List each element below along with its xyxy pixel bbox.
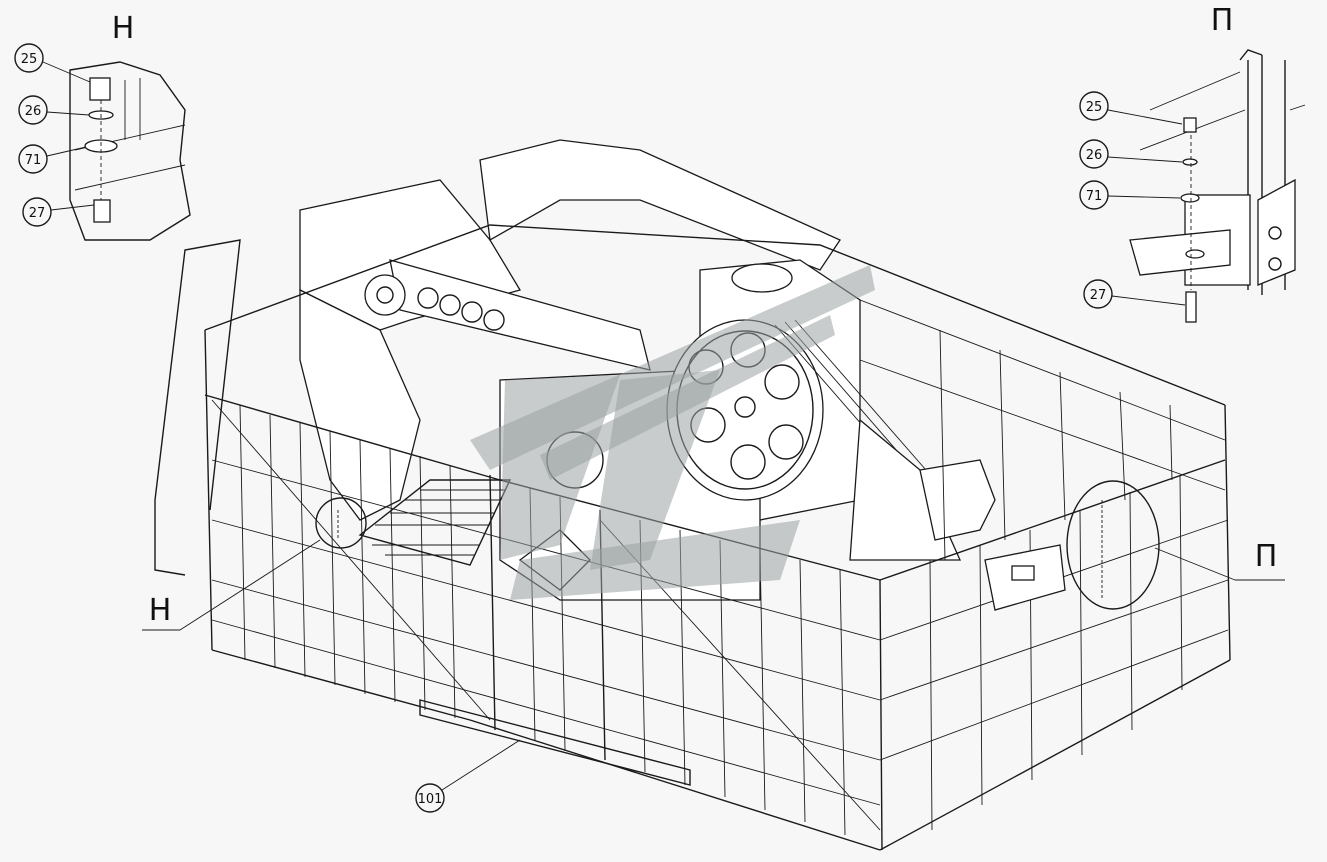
detail-view-left: 25 26 71 27 Н [14,11,191,241]
svg-text:26: 26 [1086,148,1103,163]
svg-text:27: 27 [1090,288,1107,303]
callout-71-left: 71 [18,144,87,174]
callout-71-right: 71 [1079,180,1181,210]
view-label-p-main: П [1255,539,1278,574]
svg-text:25: 25 [1086,100,1103,115]
watermark-logo [470,265,875,600]
svg-text:25: 25 [21,52,38,67]
callout-26-left: 26 [18,95,90,125]
svg-text:71: 71 [1086,189,1103,204]
callout-27-left: 27 [22,197,95,227]
svg-text:101: 101 [418,792,443,807]
callout-27-right: 27 [1083,279,1186,309]
detail-marker-p: П [1066,480,1285,610]
view-label-h-main: Н [149,593,172,628]
svg-text:71: 71 [25,153,42,168]
callout-26-right: 26 [1079,139,1183,169]
callout-25-left: 25 [14,43,91,83]
view-label-p-detail: П [1211,3,1234,38]
detail-view-right: 25 26 71 27 П [1079,3,1306,323]
view-label-h-detail: Н [112,11,135,46]
detail-marker-h: Н [142,497,367,631]
svg-text:26: 26 [25,104,42,119]
callout-101: 101 [415,739,521,813]
callout-25-right: 25 [1079,91,1183,125]
svg-text:27: 27 [29,206,46,221]
